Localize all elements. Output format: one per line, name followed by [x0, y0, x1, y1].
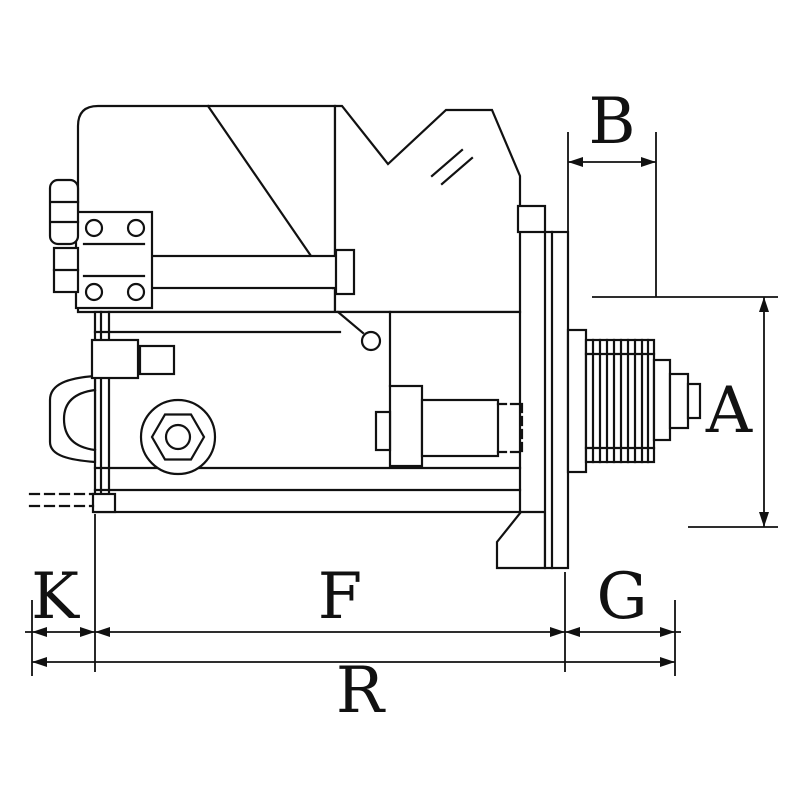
dimension-kfg-line: K F G [25, 560, 681, 637]
dimension-label-r: R [336, 654, 386, 728]
dimension-r: R [32, 654, 675, 728]
terminal-block [48, 178, 80, 294]
dimension-label-k: K [31, 560, 80, 634]
hidden-stud-lines [28, 492, 95, 508]
hex-nut [139, 398, 217, 476]
mounting-flange [495, 204, 570, 570]
terminal-plate [74, 210, 154, 310]
pinion-gear [566, 328, 702, 474]
dimension-annotations: B A [25, 85, 778, 728]
dimension-label-g: G [596, 560, 647, 634]
dimension-label-b: B [588, 85, 635, 159]
left-bracket [48, 374, 97, 464]
drive-end-housing [333, 104, 522, 314]
center-bolt [336, 310, 382, 352]
shaft-housing [374, 384, 524, 468]
dimension-label-a: A [705, 374, 753, 448]
dimension-a: A [592, 296, 778, 528]
through-stud [90, 310, 176, 514]
dimension-b: B [567, 85, 657, 297]
motor-outline [28, 104, 702, 570]
dimension-label-f: F [318, 560, 362, 634]
extension-lines [31, 514, 676, 676]
tie-rod [148, 248, 356, 296]
